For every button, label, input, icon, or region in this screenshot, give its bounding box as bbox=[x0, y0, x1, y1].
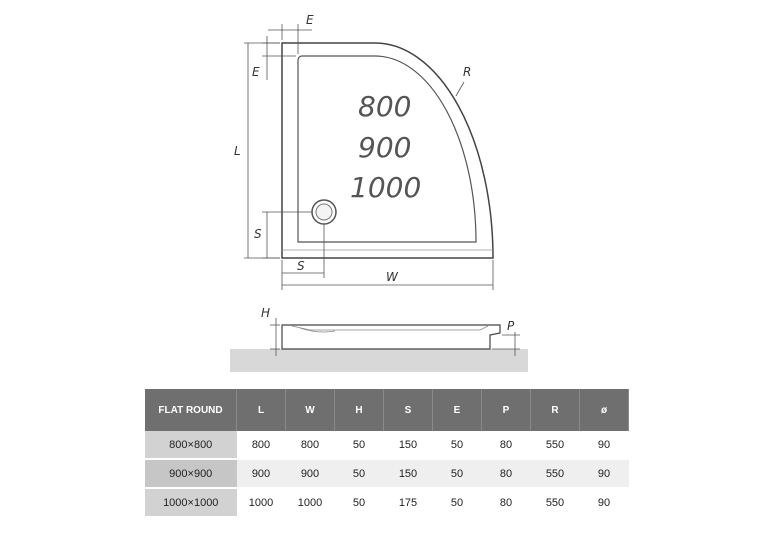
size-label-1000: 1000 bbox=[350, 171, 421, 204]
column-header: ø bbox=[579, 389, 629, 431]
table-row: 1000×1000 1000 1000 50 175 50 80 550 90 bbox=[145, 488, 629, 518]
table-cell: 175 bbox=[383, 488, 433, 518]
table-cell: 150 bbox=[383, 459, 433, 489]
table-cell: 900 bbox=[285, 459, 335, 489]
dimension-w bbox=[281, 260, 494, 290]
label-h: H bbox=[261, 306, 270, 320]
table-row: 900×900 900 900 50 150 50 80 550 90 bbox=[145, 459, 629, 489]
label-r: R bbox=[463, 65, 471, 79]
label-l: L bbox=[234, 144, 241, 158]
table-cell: 80 bbox=[481, 459, 531, 489]
table-cell: 550 bbox=[530, 431, 580, 460]
label-e-top: E bbox=[306, 13, 314, 27]
table-cell: 50 bbox=[432, 431, 482, 460]
tray-side-profile bbox=[281, 324, 501, 350]
dimension-s-bottom bbox=[281, 224, 325, 278]
column-header: FLAT ROUND bbox=[145, 389, 237, 431]
column-header: P bbox=[481, 389, 531, 431]
table-cell: 550 bbox=[530, 459, 580, 489]
column-header: S bbox=[383, 389, 433, 431]
table-cell: 50 bbox=[432, 459, 482, 489]
table-cell-model: 900×900 bbox=[145, 459, 237, 489]
spec-table: FLAT ROUND L W H S E P R ø 800×800 800 8… bbox=[145, 389, 629, 518]
table-cell: 90 bbox=[579, 431, 629, 460]
column-header: R bbox=[530, 389, 580, 431]
table-row: 800×800 800 800 50 150 50 80 550 90 bbox=[145, 431, 629, 460]
column-header: H bbox=[334, 389, 384, 431]
tray-side-drain-curve bbox=[299, 327, 336, 333]
dimension-p bbox=[492, 332, 520, 356]
label-s-side: S bbox=[254, 227, 262, 241]
table-cell: 90 bbox=[579, 459, 629, 489]
drain-icon bbox=[311, 199, 337, 225]
floor-section bbox=[230, 349, 528, 372]
table-cell-model: 800×800 bbox=[145, 431, 237, 460]
table-cell: 1000 bbox=[236, 488, 286, 518]
table-cell: 80 bbox=[481, 431, 531, 460]
table-cell: 150 bbox=[383, 431, 433, 460]
label-w: W bbox=[386, 270, 399, 284]
dimension-e-top bbox=[268, 24, 312, 54]
column-header: L bbox=[236, 389, 286, 431]
label-s-bottom: S bbox=[297, 259, 305, 273]
table-cell: 900 bbox=[236, 459, 286, 489]
table-header-row: FLAT ROUND L W H S E P R ø bbox=[145, 389, 629, 431]
table-cell: 80 bbox=[481, 488, 531, 518]
table-cell: 50 bbox=[432, 488, 482, 518]
size-label-900: 900 bbox=[358, 131, 411, 164]
table-cell: 550 bbox=[530, 488, 580, 518]
dimension-r-leader bbox=[455, 81, 465, 97]
table-cell: 800 bbox=[236, 431, 286, 460]
column-header: W bbox=[285, 389, 335, 431]
table-cell: 50 bbox=[334, 459, 384, 489]
table-cell: 50 bbox=[334, 488, 384, 518]
table-cell-model: 1000×1000 bbox=[145, 488, 237, 518]
table-cell: 50 bbox=[334, 431, 384, 460]
dimension-s-side bbox=[262, 211, 312, 259]
label-e-side: E bbox=[252, 65, 260, 79]
dimension-l bbox=[244, 42, 280, 259]
column-header: E bbox=[432, 389, 482, 431]
table-cell: 800 bbox=[285, 431, 335, 460]
table-cell: 1000 bbox=[285, 488, 335, 518]
dimension-h bbox=[270, 318, 280, 356]
tray-inner-basin bbox=[297, 55, 477, 243]
size-label-800: 800 bbox=[358, 90, 411, 123]
label-p: P bbox=[507, 319, 515, 333]
table-cell: 90 bbox=[579, 488, 629, 518]
